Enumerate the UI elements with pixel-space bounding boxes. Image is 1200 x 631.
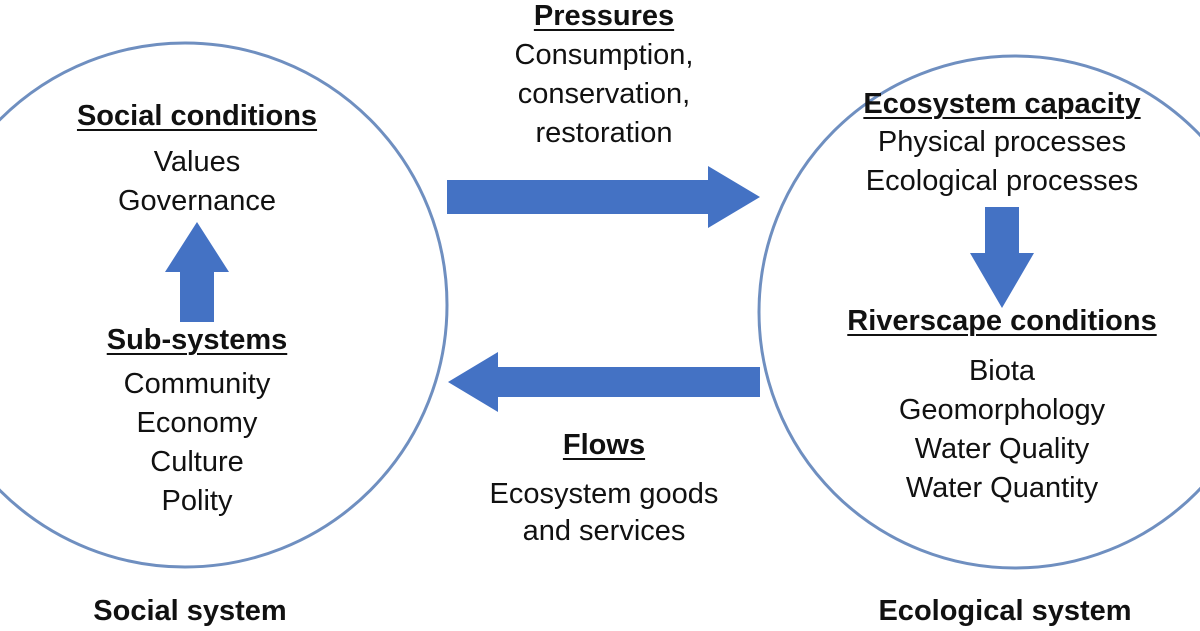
subsystem-item: Polity bbox=[161, 485, 233, 517]
social-condition-item: Governance bbox=[118, 185, 276, 217]
flows-arrow bbox=[448, 352, 760, 412]
flows-line: and services bbox=[522, 515, 686, 547]
pressures-heading: Pressures bbox=[533, 0, 675, 32]
ecological-system-circle bbox=[757, 54, 1200, 570]
subsystem-item: Community bbox=[123, 368, 271, 400]
riverscape-item: Water Quantity bbox=[905, 472, 1099, 504]
subsystems-to-conditions-arrow bbox=[165, 222, 229, 322]
pressures-arrow bbox=[447, 166, 760, 228]
riverscape-conditions-heading: Riverscape conditions bbox=[847, 305, 1157, 337]
capacity-to-riverscape-arrow bbox=[970, 207, 1034, 308]
riverscape-item: Water Quality bbox=[914, 433, 1090, 465]
ecosystem-capacity-heading: Ecosystem capacity bbox=[863, 88, 1141, 120]
subsystem-item: Economy bbox=[136, 407, 258, 439]
pressures-line: restoration bbox=[535, 117, 673, 149]
ecological-system-label: Ecological system bbox=[878, 595, 1132, 627]
subsystems-heading: Sub-systems bbox=[106, 324, 288, 356]
social-system-label: Social system bbox=[93, 595, 287, 627]
riverscape-item: Geomorphology bbox=[898, 394, 1106, 426]
pressures-line: Consumption, bbox=[514, 39, 694, 71]
capacity-item: Physical processes bbox=[877, 126, 1127, 158]
pressures-line: conservation, bbox=[517, 78, 691, 110]
flows-heading: Flows bbox=[562, 429, 646, 461]
social-condition-item: Values bbox=[153, 146, 241, 178]
capacity-item: Ecological processes bbox=[865, 165, 1139, 197]
riverscape-item: Biota bbox=[968, 355, 1036, 387]
subsystem-item: Culture bbox=[150, 446, 244, 478]
social-system-circle bbox=[0, 41, 449, 569]
flows-line: Ecosystem goods bbox=[489, 478, 719, 510]
social-conditions-heading: Social conditions bbox=[76, 100, 318, 132]
